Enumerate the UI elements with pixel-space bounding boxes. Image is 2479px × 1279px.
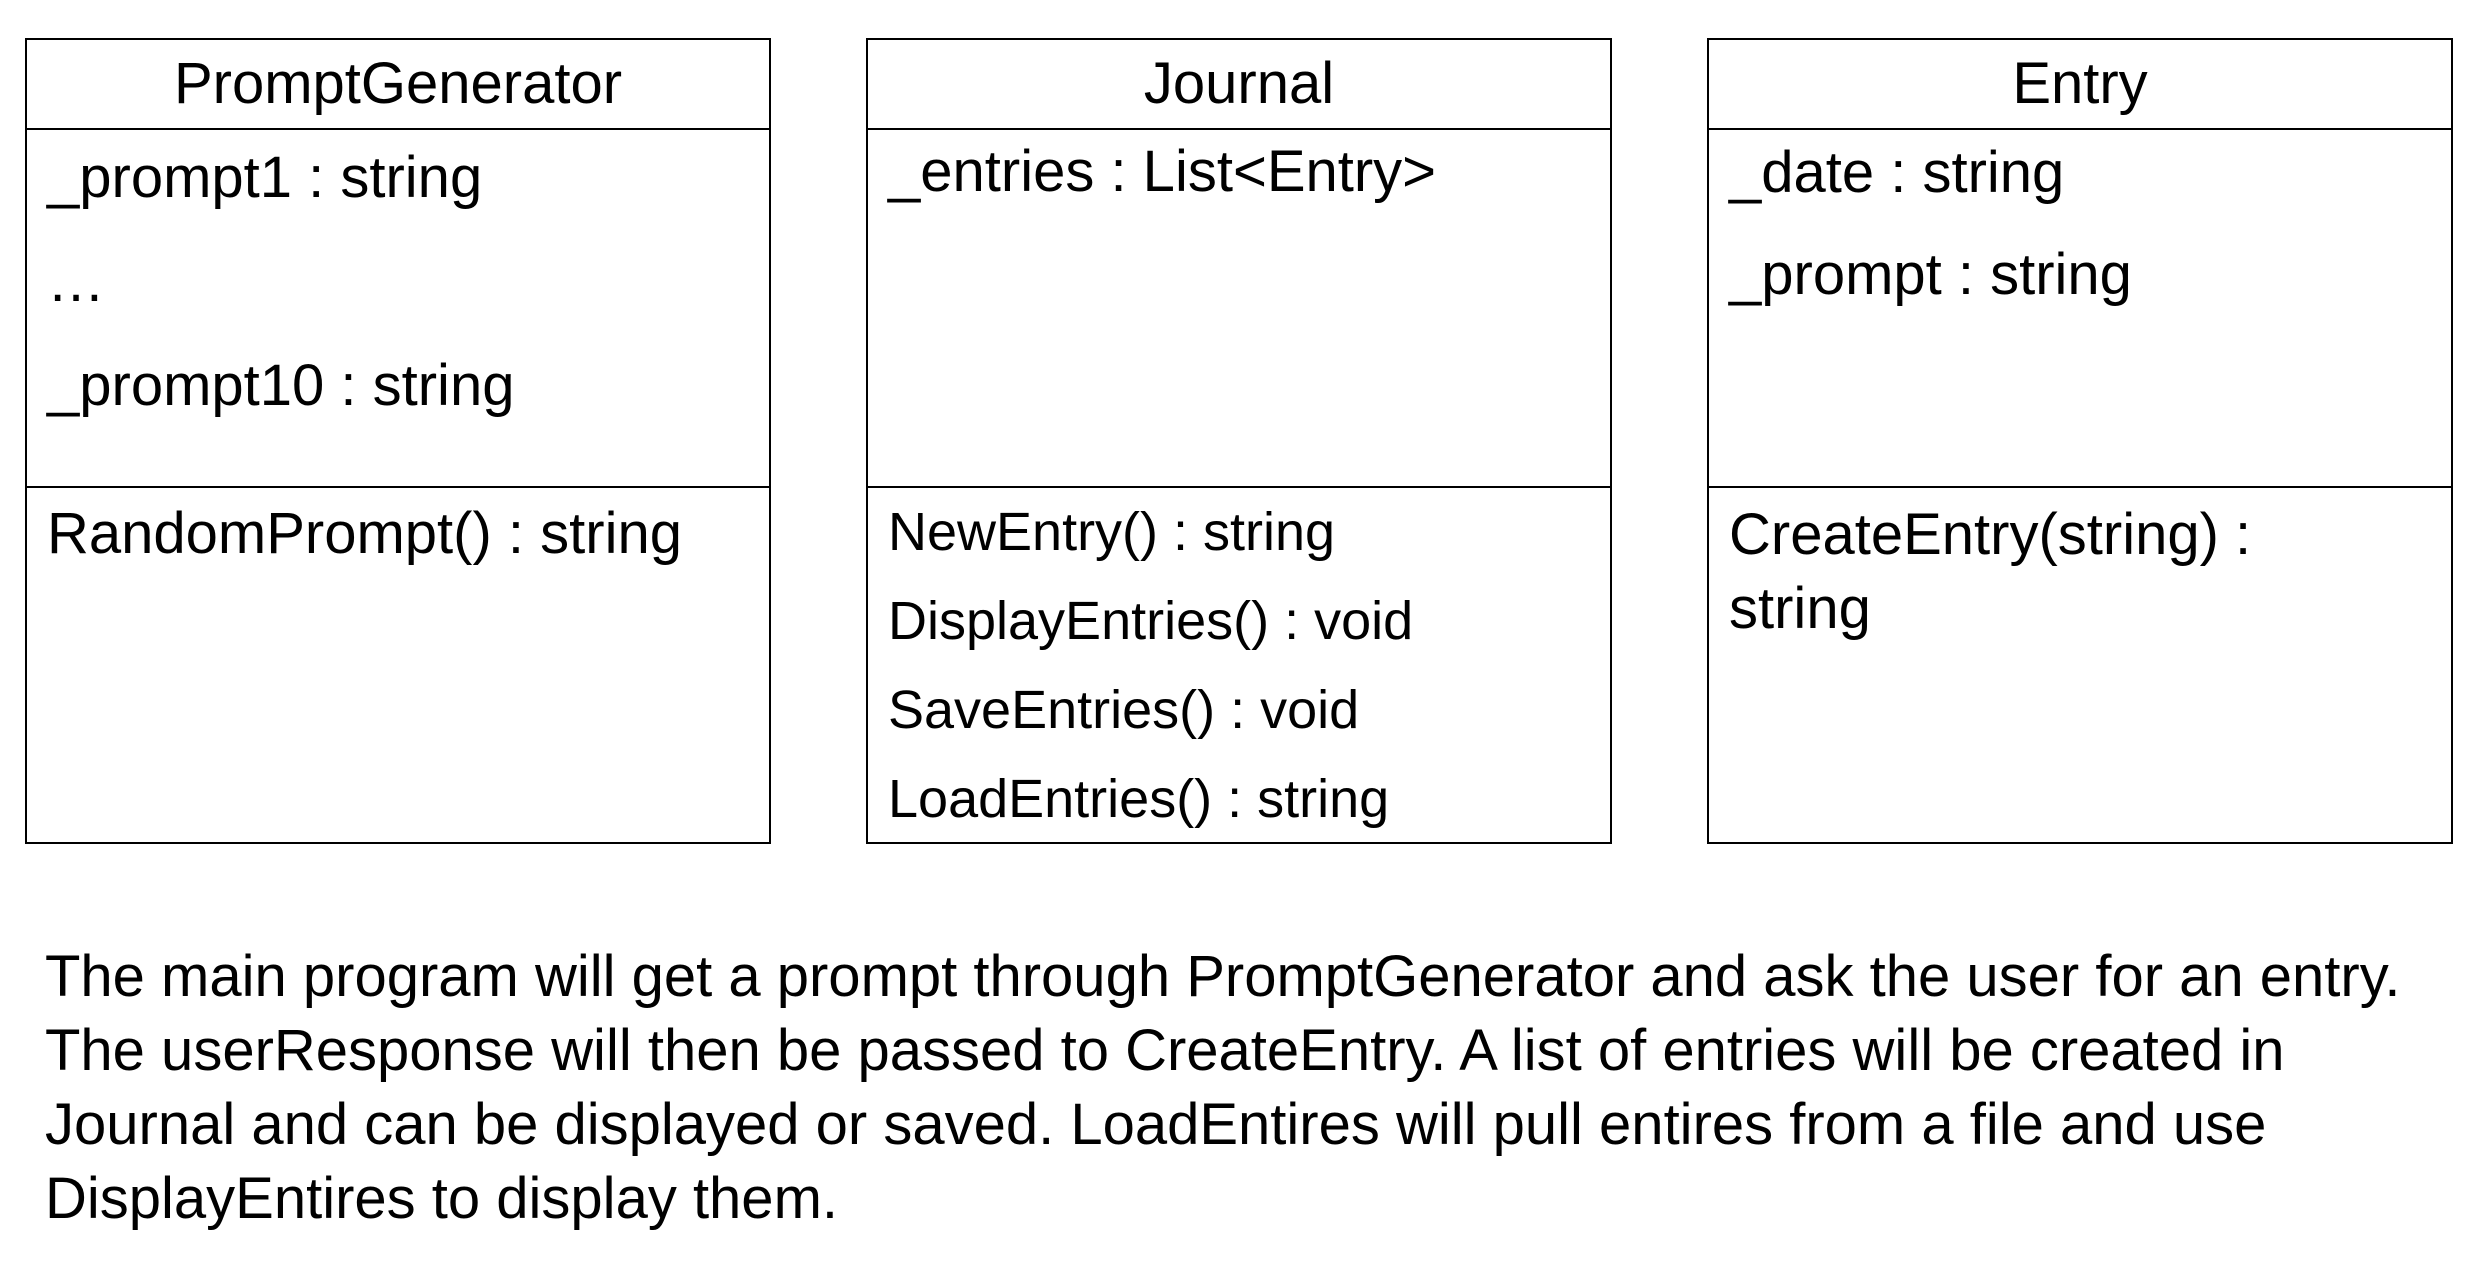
class-box-entry: Entry _date : string _prompt : string Cr… <box>1707 38 2453 844</box>
attribute: _prompt10 : string <box>47 353 515 418</box>
class-name: Journal <box>868 40 1610 130</box>
attribute: _date : string <box>1729 140 2065 205</box>
attribute: _prompt : string <box>1729 242 2132 307</box>
method: LoadEntries() : string <box>888 769 1390 829</box>
method: SaveEntries() : void <box>888 680 1360 740</box>
method: NewEntry() : string <box>888 502 1336 562</box>
methods-section: RandomPrompt() : string <box>27 488 769 842</box>
class-box-prompt-generator: PromptGenerator _prompt1 : string … _pro… <box>25 38 771 844</box>
class-name: Entry <box>1709 40 2451 130</box>
attributes-section: _prompt1 : string … _prompt10 : string <box>27 130 769 488</box>
attribute: _entries : List<Entry> <box>888 139 1437 204</box>
attributes-section: _entries : List<Entry> <box>868 130 1610 488</box>
attribute: … <box>47 249 105 314</box>
method: CreateEntry(string) : string <box>1729 502 2252 641</box>
attribute: _prompt1 : string <box>47 145 483 210</box>
methods-section: NewEntry() : string DisplayEntries() : v… <box>868 488 1610 842</box>
description-text: The main program will get a prompt throu… <box>45 944 2401 1231</box>
method: RandomPrompt() : string <box>47 501 682 566</box>
attributes-section: _date : string _prompt : string <box>1709 130 2451 488</box>
methods-section: CreateEntry(string) : string <box>1709 488 2451 842</box>
method: DisplayEntries() : void <box>888 591 1414 651</box>
class-name: PromptGenerator <box>27 40 769 130</box>
class-box-journal: Journal _entries : List<Entry> NewEntry(… <box>866 38 1612 844</box>
